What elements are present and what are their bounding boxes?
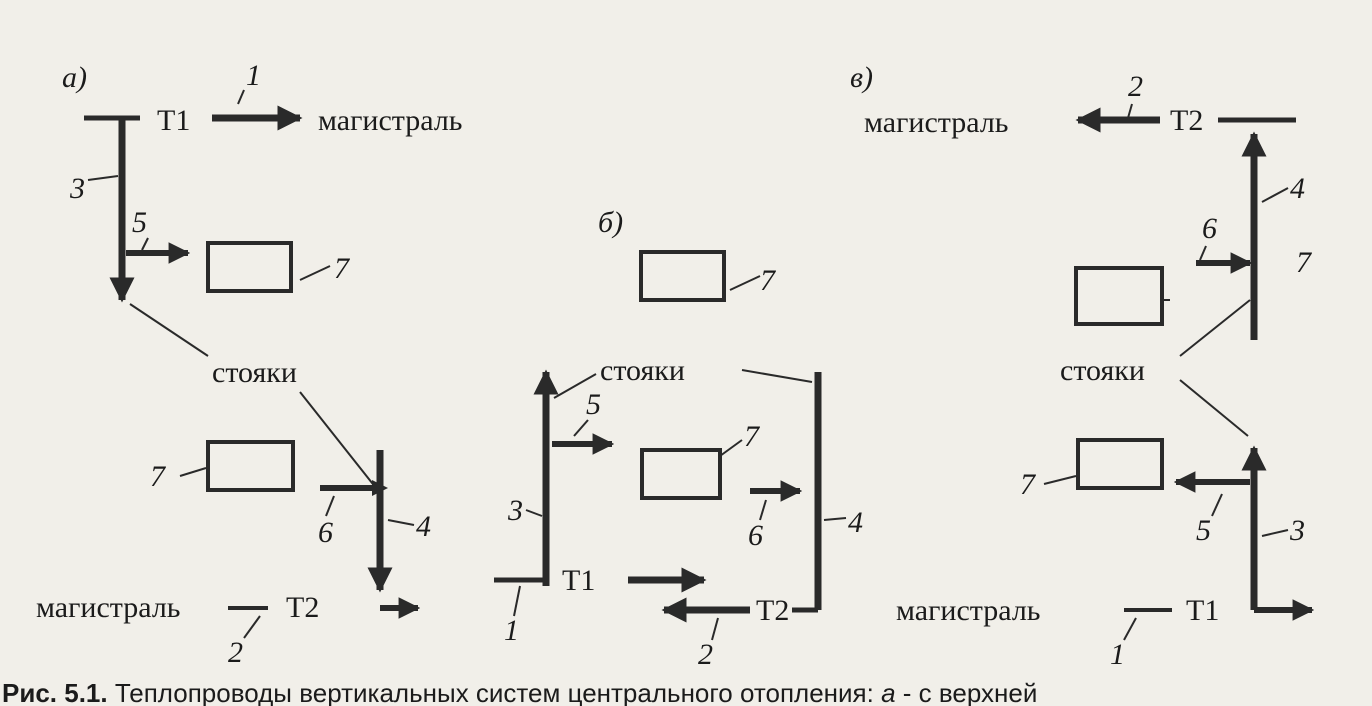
figure-caption-text: Теплопроводы вертикальных систем централ… (114, 678, 882, 706)
figure-caption: Рис. 5.1. Теплопроводы вертикальных сист… (2, 676, 1370, 706)
leader-4 (823, 517, 847, 521)
label-t2: T2 (1170, 104, 1203, 137)
radiator-mid (640, 448, 722, 500)
radiator-top (206, 241, 293, 293)
number-5: 5 (1196, 514, 1211, 547)
number-1: 1 (1110, 638, 1125, 671)
number-1: 1 (246, 59, 261, 92)
leader-6 (759, 499, 767, 521)
leader-2 (1127, 103, 1133, 119)
leader-7-top (729, 275, 761, 291)
number-4: 4 (848, 506, 863, 539)
leader-6 (1199, 245, 1207, 261)
panel-c-letter: в) (850, 61, 873, 94)
label-main-bottom: магистраль (896, 594, 1040, 627)
number-7-bottom: 7 (150, 460, 167, 493)
number-7-top: 7 (334, 252, 351, 285)
number-5: 5 (586, 388, 601, 421)
number-3: 3 (507, 494, 523, 527)
leader-7-top (299, 265, 331, 281)
label-t2: T2 (756, 594, 789, 627)
label-main-top: магистраль (864, 106, 1008, 139)
radiator-bottom (206, 440, 295, 492)
leader-7-bottom (1043, 475, 1077, 485)
leader-1 (237, 89, 245, 105)
leader-risers-left (553, 373, 597, 399)
label-t2: T2 (286, 591, 319, 624)
figure-caption-tail: - с верхней (895, 678, 1038, 706)
leader-risers-bottom (1179, 379, 1249, 437)
leader-risers-right (741, 369, 813, 383)
number-6: 6 (1202, 212, 1217, 245)
leader-2 (243, 615, 261, 639)
number-7-mid: 7 (744, 420, 761, 453)
leader-5 (1211, 493, 1223, 517)
number-2: 2 (698, 638, 713, 671)
panel-b: б) 7 стояки 5 7 3 6 4 T1 1 T2 2 (494, 206, 863, 671)
number-4: 4 (416, 510, 431, 543)
label-risers: стояки (1060, 354, 1145, 387)
figure-number: Рис. 5.1. (2, 678, 108, 706)
label-main-top: магистраль (318, 104, 462, 137)
leader-6 (325, 495, 335, 517)
label-risers: стояки (212, 356, 297, 389)
number-6: 6 (318, 516, 333, 549)
leader-5 (573, 419, 589, 437)
number-7-top: 7 (1296, 246, 1313, 279)
panel-a: а) T1 магистраль 1 3 5 7 стояки 7 6 4 ма… (36, 59, 462, 669)
leader-7-mid (719, 439, 743, 457)
leader-1 (1123, 617, 1137, 641)
leader-7-bottom (179, 467, 207, 477)
label-t1: T1 (1186, 594, 1219, 627)
panel-c: в) магистраль 2 T2 4 6 стояки 7 5 3 7 ма… (850, 61, 1315, 671)
label-risers: стояки (600, 354, 685, 387)
figure-caption-letter: а (881, 678, 896, 706)
label-main-bottom: магистраль (36, 591, 180, 624)
leader-risers-right (299, 391, 377, 489)
number-1: 1 (504, 614, 519, 647)
leader-3 (1261, 529, 1289, 537)
leader-1 (513, 585, 521, 617)
radiator-top (1074, 266, 1164, 326)
panel-b-letter: б) (598, 206, 623, 239)
number-5: 5 (132, 206, 147, 239)
number-3: 3 (1289, 514, 1305, 547)
leader-risers-top (1179, 299, 1251, 357)
number-4: 4 (1290, 172, 1305, 205)
leader-risers-left (129, 303, 209, 357)
number-7-top: 7 (760, 264, 777, 297)
leader-3 (87, 175, 119, 181)
radiator-bottom (1076, 438, 1164, 490)
panel-a-letter: а) (62, 61, 87, 94)
leader-4 (1261, 187, 1289, 203)
number-2: 2 (1128, 70, 1143, 103)
number-3: 3 (69, 172, 85, 205)
leader-3 (525, 509, 543, 517)
number-2: 2 (228, 636, 243, 669)
leader-5 (141, 237, 149, 251)
number-7-bottom: 7 (1020, 468, 1037, 501)
leader-4 (387, 519, 415, 526)
radiator-top (639, 250, 726, 302)
label-t1: T1 (562, 564, 595, 597)
label-t1: T1 (157, 104, 190, 137)
number-6: 6 (748, 519, 763, 552)
leader-2 (711, 617, 719, 641)
